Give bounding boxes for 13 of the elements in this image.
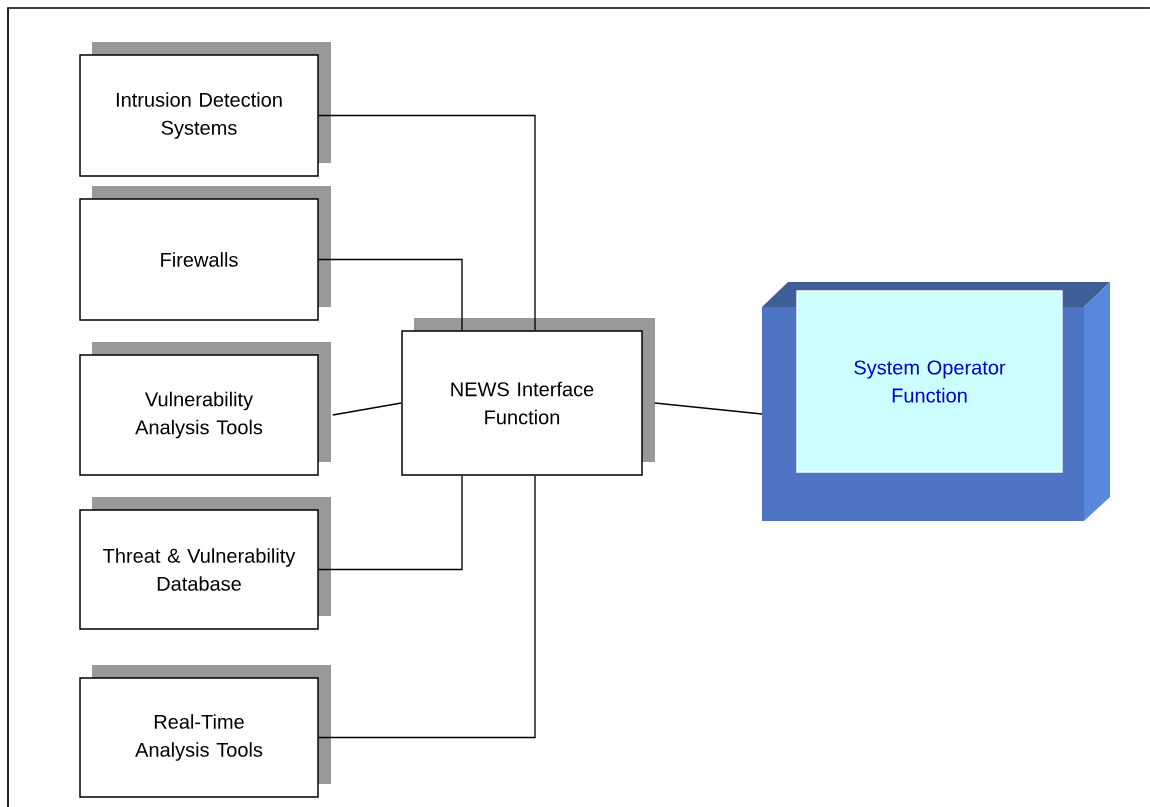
shadow-box: Threat & Vulnerability Database [79, 497, 331, 630]
connector-line [332, 402, 402, 416]
shadow-box: NEWS Interface Function [401, 318, 655, 476]
connector-line [654, 402, 763, 415]
connector-line [318, 114, 536, 331]
cube-box: System Operator Function [762, 282, 1110, 521]
shadow-box: Firewalls [79, 186, 331, 321]
shadow-box: Real-Time Analysis Tools [79, 665, 331, 798]
connector-line [318, 475, 536, 739]
shadow-box: Intrusion Detection Systems [79, 42, 331, 177]
connector-line [318, 258, 463, 331]
connector-line [318, 475, 463, 571]
shadow-box: Vulnerability Analysis Tools [79, 342, 331, 476]
